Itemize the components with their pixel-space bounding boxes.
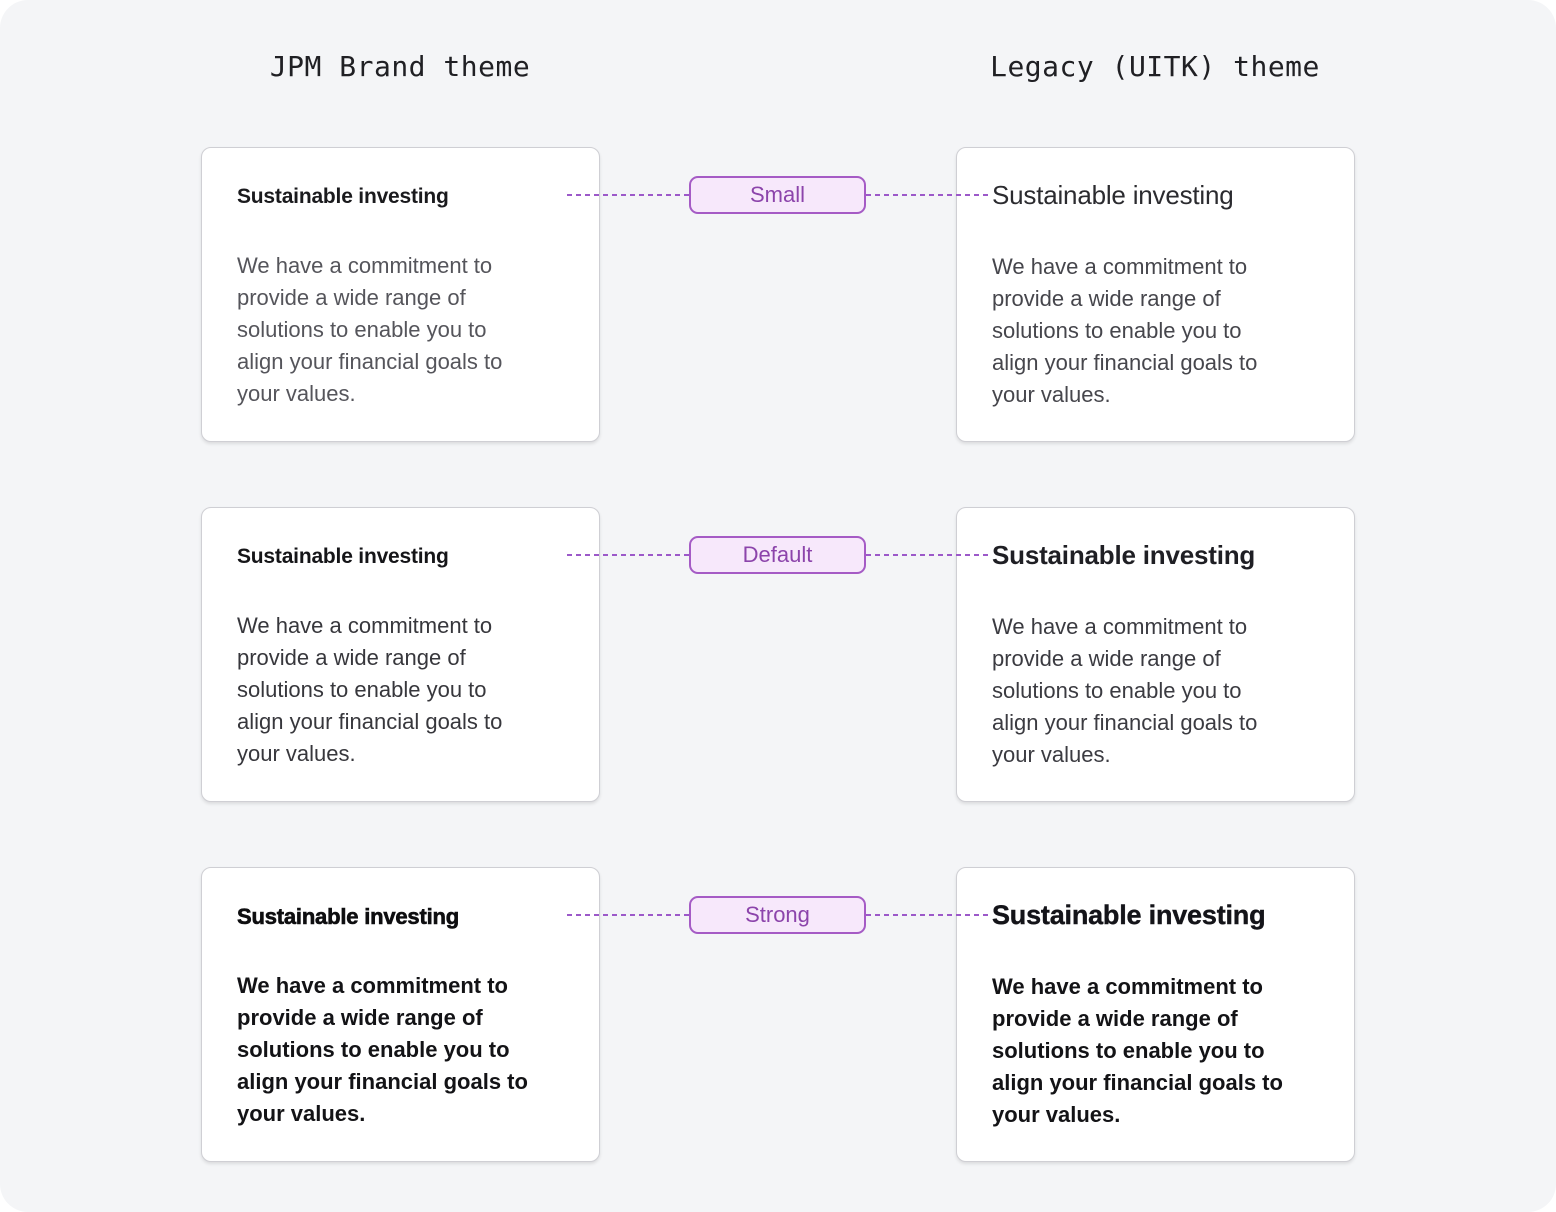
card-body: We have a commitment to provide a wide r… <box>237 613 503 766</box>
connector-line-left <box>567 554 689 556</box>
card-body: We have a commitment to provide a wide r… <box>237 973 528 1126</box>
connector-line-left <box>567 194 689 196</box>
card-jpm-strong: Sustainable investing We have a commitme… <box>201 867 600 1162</box>
card-body: We have a commitment to provide a wide r… <box>992 974 1283 1127</box>
card-legacy-small: Sustainable investing We have a commitme… <box>956 147 1355 442</box>
card-body: We have a commitment to provide a wide r… <box>992 254 1258 407</box>
card-heading: Sustainable investing <box>237 545 449 568</box>
card-legacy-default: Sustainable investing We have a commitme… <box>956 507 1355 802</box>
card-body: We have a commitment to provide a wide r… <box>992 614 1258 767</box>
connector-line-left <box>567 914 689 916</box>
card-body: We have a commitment to provide a wide r… <box>237 253 503 406</box>
variant-badge-small: Small <box>689 176 866 214</box>
card-heading: Sustainable investing <box>992 180 1234 210</box>
column-title-legacy-uitk: Legacy (UITK) theme <box>990 50 1320 83</box>
card-jpm-default: Sustainable investing We have a commitme… <box>201 507 600 802</box>
card-jpm-small: Sustainable investing We have a commitme… <box>201 147 600 442</box>
variant-badge-default: Default <box>689 536 866 574</box>
connector-line-right <box>866 554 988 556</box>
card-heading: Sustainable investing <box>237 904 460 930</box>
variant-badge-strong: Strong <box>689 896 866 934</box>
column-title-jpm-brand: JPM Brand theme <box>269 50 531 83</box>
card-heading: Sustainable investing <box>237 185 449 208</box>
card-heading: Sustainable investing <box>992 540 1256 570</box>
card-heading: Sustainable investing <box>992 900 1266 930</box>
connector-line-right <box>866 914 988 916</box>
card-legacy-strong: Sustainable investing We have a commitme… <box>956 867 1355 1162</box>
connector-line-right <box>866 194 988 196</box>
